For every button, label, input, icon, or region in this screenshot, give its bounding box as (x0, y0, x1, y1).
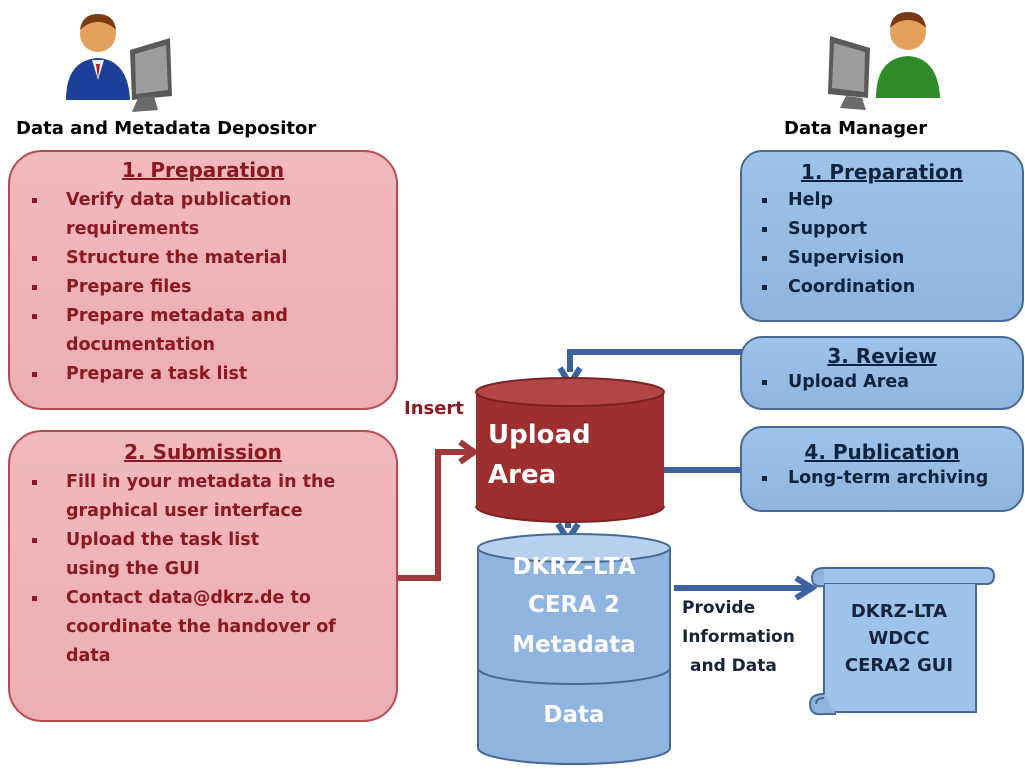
manager-preparation-box: 1. Preparation Help Support Supervision … (740, 150, 1024, 322)
manager-review-box: 3. Review Upload Area (740, 336, 1024, 410)
scroll-line2: WDCC (868, 628, 930, 649)
depositor-title: Data and Metadata Depositor (16, 118, 317, 139)
storage-label-line4: Data (543, 702, 605, 728)
storage-cylinder (477, 533, 671, 765)
storage-label-line1: DKRZ-LTA (512, 554, 636, 580)
depositor-submission-list: Fill in your metadata in the graphical u… (10, 468, 380, 671)
list-item: Prepare files (10, 273, 310, 302)
list-item: Help (742, 186, 1022, 215)
depositor-preparation-title: 1. Preparation (121, 158, 285, 182)
manager-review-title: 3. Review (827, 344, 937, 368)
manager-publication-box: 4. Publication Long-term archiving (740, 426, 1024, 512)
depositor-submission-title: 2. Submission (124, 440, 282, 464)
manager-title: Data Manager (784, 118, 928, 139)
list-item: Long-term archiving (742, 464, 1022, 493)
provide-note-line3: and Data (690, 656, 777, 676)
scroll-document-icon (808, 567, 996, 716)
list-item: Upload the task list using the GUI (10, 526, 380, 584)
list-item: Contact data@dkrz.de to coordinate the h… (10, 584, 380, 671)
manager-preparation-title: 1. Preparation (800, 160, 964, 184)
list-item: Prepare metadata and documentation (10, 302, 310, 360)
list-item: Supervision (742, 244, 1022, 273)
review-arrow (567, 349, 742, 372)
scroll-line3: CERA2 GUI (844, 655, 954, 676)
upload-area-label-line1: Upload (488, 420, 591, 450)
depositor-avatar-icon (66, 14, 172, 112)
scroll-line1: DKRZ-LTA (850, 601, 948, 622)
manager-preparation-list: Help Support Supervision Coordination (742, 186, 1022, 302)
manager-publication-title: 4. Publication (804, 440, 960, 464)
upload-area-label-line2: Area (488, 460, 557, 490)
insert-label: Insert (404, 398, 464, 419)
storage-label-line3: Metadata (512, 632, 636, 658)
depositor-submission-box: 2. Submission Fill in your metadata in t… (8, 430, 398, 722)
upload-area-cylinder (475, 377, 665, 523)
list-item: Fill in your metadata in the graphical u… (10, 468, 380, 526)
provide-note-line1: Provide (682, 598, 756, 618)
list-item: Prepare a task list (10, 360, 310, 389)
depositor-preparation-box: 1. Preparation Verify data publication r… (8, 150, 398, 410)
manager-avatar-icon (828, 12, 940, 110)
list-item: Coordination (742, 273, 1022, 302)
depositor-preparation-list: Verify data publication requirements Str… (10, 186, 310, 389)
provide-note-line2: Information (682, 627, 795, 647)
list-item: Structure the material (10, 244, 310, 273)
insert-arrow (398, 449, 470, 581)
manager-review-list: Upload Area (742, 368, 1022, 397)
list-item: Verify data publication requirements (10, 186, 310, 244)
list-item: Support (742, 215, 1022, 244)
manager-publication-list: Long-term archiving (742, 464, 1022, 493)
storage-label-line2: CERA 2 (527, 592, 621, 618)
list-item: Upload Area (742, 368, 1022, 397)
